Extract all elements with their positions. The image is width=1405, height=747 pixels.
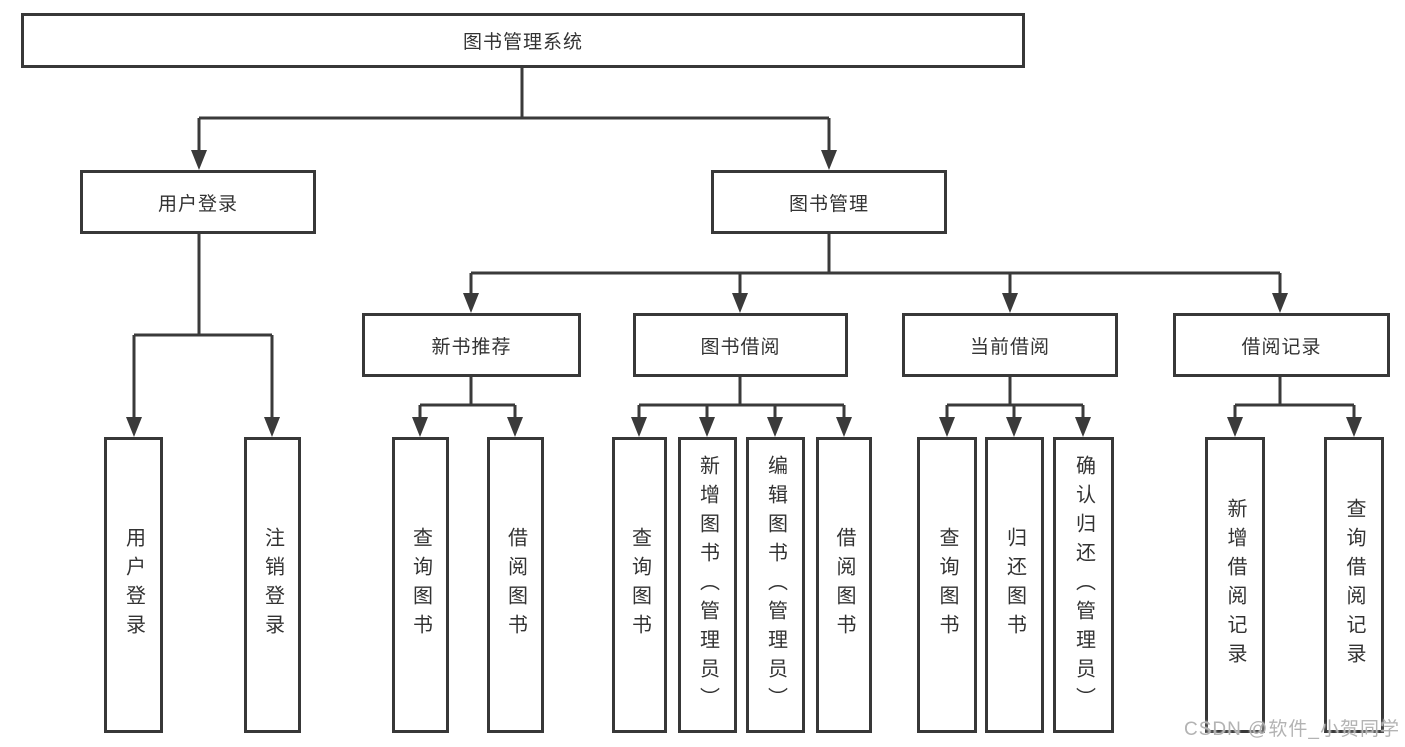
connector-paths: [132, 68, 1356, 419]
node-library-management-system: 图书管理系统: [21, 13, 1025, 68]
node-borrowing-records: 借阅记录: [1173, 313, 1390, 377]
arrowhead-icon: [1006, 417, 1022, 437]
arrowhead-icon: [699, 417, 715, 437]
leaf-add-books-admin: 新增图书（管理员）: [678, 437, 737, 733]
node-new-book-recommend: 新书推荐: [362, 313, 581, 377]
arrowhead-icon: [191, 150, 207, 170]
arrowhead-icon: [732, 293, 748, 313]
leaf-query-books-1: 查询图书: [392, 437, 449, 733]
leaf-query-books-2: 查询图书: [612, 437, 667, 733]
node-book-management-branch: 图书管理: [711, 170, 947, 234]
watermark: CSDN @软件_小贺同学: [1184, 719, 1400, 740]
node-book-borrowing: 图书借阅: [633, 313, 848, 377]
node-user-login-branch: 用户登录: [80, 170, 316, 234]
leaf-borrow-books-1: 借阅图书: [487, 437, 544, 733]
arrowhead-icon: [126, 417, 142, 437]
arrowhead-icon: [821, 150, 837, 170]
arrowhead-icon: [836, 417, 852, 437]
leaf-return-books: 归还图书: [985, 437, 1044, 733]
leaf-edit-books-admin: 编辑图书（管理员）: [746, 437, 805, 733]
arrowhead-icon: [412, 417, 428, 437]
arrowhead-icon: [1002, 293, 1018, 313]
arrowheads: [126, 150, 1362, 437]
arrowhead-icon: [1227, 417, 1243, 437]
arrowhead-icon: [264, 417, 280, 437]
leaf-user-login: 用户登录: [104, 437, 163, 733]
arrowhead-icon: [507, 417, 523, 437]
arrowhead-icon: [767, 417, 783, 437]
arrowhead-icon: [1346, 417, 1362, 437]
leaf-add-borrow-record: 新增借阅记录: [1205, 437, 1265, 733]
arrowhead-icon: [631, 417, 647, 437]
node-current-borrowing: 当前借阅: [902, 313, 1118, 377]
arrowhead-icon: [1272, 293, 1288, 313]
arrowhead-icon: [939, 417, 955, 437]
arrowhead-icon: [1075, 417, 1091, 437]
leaf-query-borrow-record: 查询借阅记录: [1324, 437, 1384, 733]
leaf-query-books-3: 查询图书: [917, 437, 977, 733]
arrowhead-icon: [463, 293, 479, 313]
leaf-borrow-books-2: 借阅图书: [816, 437, 872, 733]
leaf-confirm-return-admin: 确认归还（管理员）: [1053, 437, 1114, 733]
leaf-logout: 注销登录: [244, 437, 301, 733]
